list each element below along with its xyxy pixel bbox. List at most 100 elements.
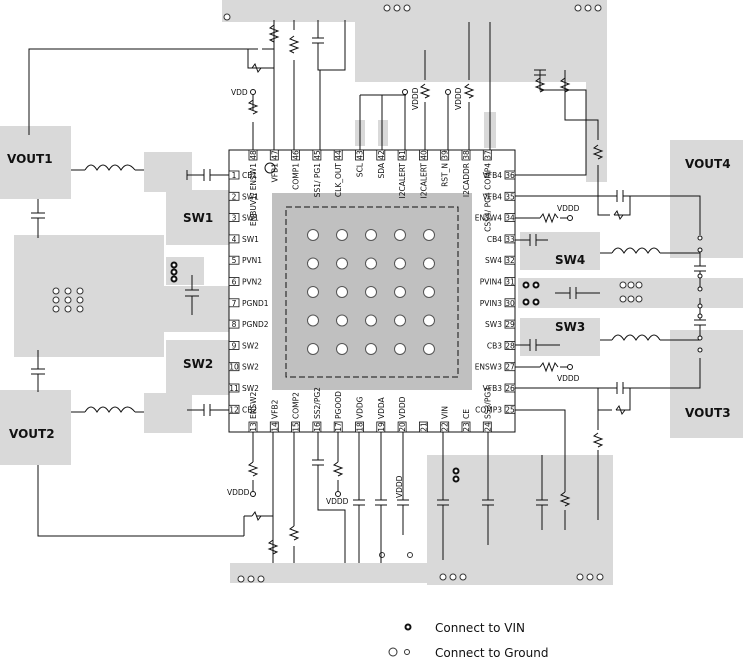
thermal-via (423, 343, 435, 355)
pin-number-bottom: 18 (356, 422, 365, 432)
pin-number-bottom: 23 (462, 422, 471, 432)
pin-number-bottom: 16 (313, 422, 322, 432)
pin-number-top: 46 (292, 150, 301, 160)
pin-name-top: SCL (356, 162, 365, 177)
pin-name-left: PGND1 (242, 299, 269, 308)
copper-bottom-right-col (598, 455, 613, 585)
pin-box-top (440, 149, 450, 161)
copper-vout3-pad (670, 330, 743, 438)
pin-box-left (228, 298, 240, 308)
thermal-via (365, 257, 377, 270)
pin-name-right: CB4 (487, 235, 502, 244)
pin-name-top: ENBUV1/ ENSW1 (249, 163, 258, 226)
pin-box-right (504, 362, 516, 372)
pin-box-bottom (482, 421, 492, 433)
pin-number-left: 2 (232, 192, 237, 201)
resistors (247, 24, 626, 555)
pin-number-right: 27 (505, 363, 515, 372)
pin-box-right (504, 213, 516, 223)
pin-name-right: VFB4 (483, 192, 503, 201)
pin-number-bottom: 21 (419, 422, 428, 432)
pin-box-right (504, 404, 516, 414)
pin-number-top: 38 (462, 150, 471, 160)
pin-name-top: I2CADDR (462, 163, 471, 197)
pin-name-right: VFB4 (483, 171, 503, 180)
thermal-via (307, 229, 319, 241)
copper-sw3-pad (520, 318, 600, 356)
pin-box-left (228, 255, 240, 265)
pin-name-bottom: SS3/PG3 (483, 387, 492, 419)
pin-number-bottom: 15 (292, 422, 301, 432)
pin-number-right: 29 (505, 320, 515, 329)
pin-box-left (228, 170, 240, 180)
pin-box-left (228, 277, 240, 286)
pin-number-bottom: 24 (483, 422, 492, 432)
pin-box-bottom (376, 421, 386, 433)
copper-sw4-pad (520, 232, 600, 270)
pin-number-bottom: 14 (270, 422, 279, 432)
pin-number-bottom: 20 (398, 422, 407, 432)
thermal-via (336, 314, 348, 327)
vddd-right-2: VDDD (557, 374, 580, 383)
pin-name-top: CSS4/ PG4 COMP4 (483, 163, 492, 232)
pin-box-bottom (355, 421, 364, 433)
pin-box-left (228, 340, 240, 350)
pin-number-right: 31 (505, 278, 515, 287)
pin-number-left: 1 (232, 171, 237, 180)
thermal-via (307, 286, 319, 298)
pin-name-left: CB1 (242, 171, 257, 180)
copper-pgnd-area (14, 235, 164, 357)
copper-sw1-pad (144, 152, 192, 192)
pin-box-left (228, 383, 240, 393)
pin-box-bottom (440, 421, 450, 433)
pin-box-right (504, 298, 516, 308)
pin-number-right: 36 (505, 171, 515, 180)
pin-name-right: CB3 (487, 341, 502, 350)
pin-box-bottom (269, 421, 279, 433)
pin-name-right: ENSW3 (475, 363, 503, 372)
pin-box-top (376, 149, 386, 161)
pin-name-bottom: CE (462, 409, 471, 419)
pin-name-top: COMP1 (292, 163, 301, 190)
sw2-label: SW2 (183, 357, 213, 371)
vout2-label: VOUT2 (9, 427, 55, 441)
pin-number-left: 3 (232, 214, 237, 223)
pin-number-top: 48 (249, 150, 258, 160)
thermal-via (307, 343, 319, 355)
vout3-label: VOUT3 (685, 406, 731, 420)
pin-box-top (248, 149, 258, 161)
sw3-label: SW3 (555, 320, 585, 334)
pin-name-top: RST_N (441, 163, 450, 187)
copper-sw2-pad (144, 393, 192, 433)
pin-name-left: CB2 (242, 405, 257, 414)
thermal-via (423, 257, 435, 270)
thermal-via (423, 314, 435, 327)
pin-box-top (291, 149, 301, 161)
pin-box-top (482, 149, 492, 161)
vddd-right-1: VDDD (557, 204, 580, 213)
legend-vin-label: Connect to VIN (435, 621, 525, 635)
pin-box-bottom (418, 421, 428, 433)
thermal-via (307, 314, 319, 327)
pin-name-left: PVN1 (242, 256, 262, 265)
sw1-label: SW1 (183, 211, 213, 225)
pin-box-top (269, 149, 279, 161)
pin-name-left: SW2 (242, 341, 259, 350)
pin-name-top: SS1/ PG1 (313, 163, 322, 198)
copper-vout2-pad (0, 390, 71, 465)
pin-number-right: 35 (505, 192, 515, 201)
ic-package (228, 149, 516, 433)
vddd-bottom-1: VDDD (227, 488, 250, 497)
thermal-via (394, 257, 406, 270)
pin-number-left: 4 (232, 235, 237, 244)
pin-name-top: I2CALERT (398, 163, 407, 199)
thermal-via (336, 286, 348, 298)
thermal-via (394, 286, 406, 298)
pin-number-left: 12 (229, 405, 239, 414)
copper-top-strip (222, 0, 607, 22)
pin-box-bottom (461, 421, 471, 433)
copper-vin-bottom (427, 455, 613, 585)
